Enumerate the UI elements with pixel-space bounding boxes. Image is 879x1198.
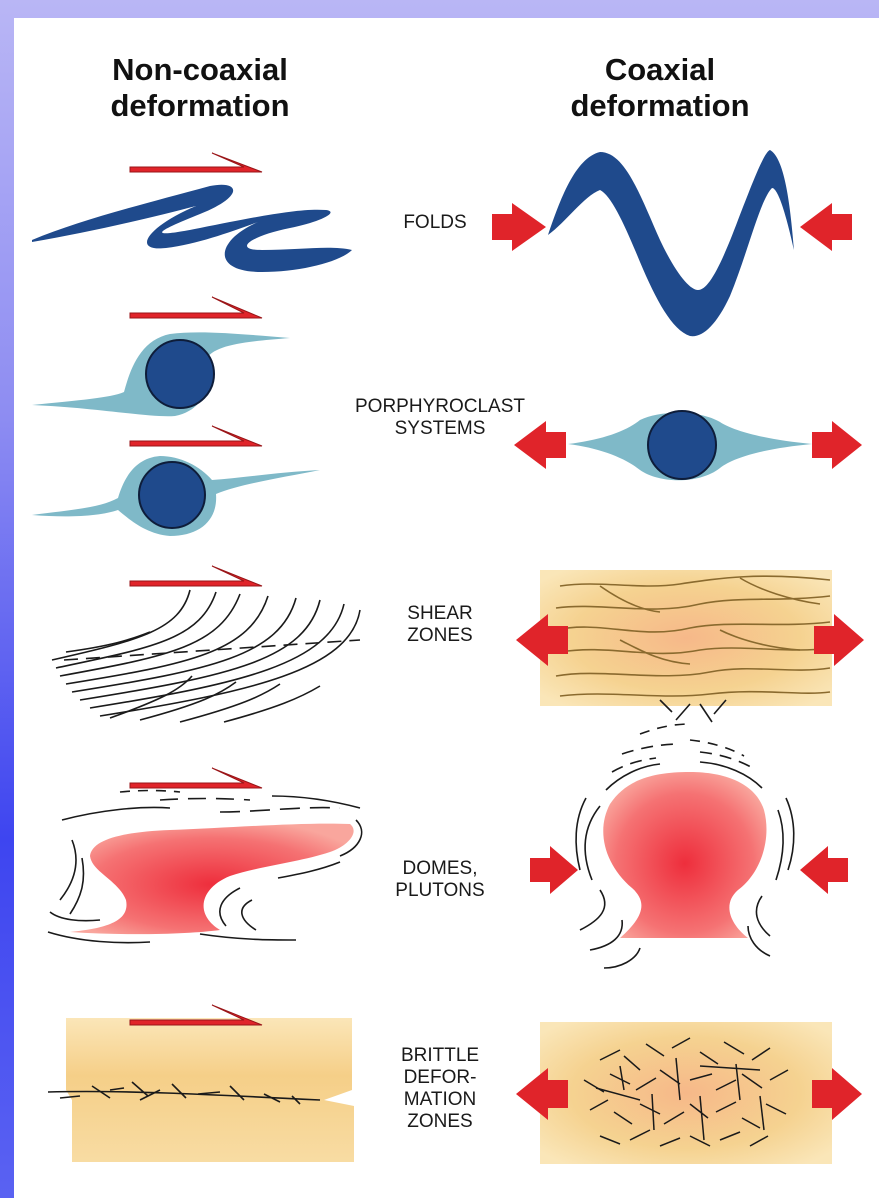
coaxial-shear-zone: [540, 570, 832, 706]
shear-arrow-domes: [130, 768, 262, 788]
shear-arrow-folds: [130, 153, 262, 172]
extension-arrow-left-porphyroclast: [514, 421, 566, 469]
coaxial-pluton: [576, 700, 794, 968]
compression-arrow-left-folds: [492, 203, 546, 251]
shear-arrow-porphyroclast-top: [130, 297, 262, 318]
sigma-clast: [32, 332, 290, 416]
non-coaxial-brittle-zone: [48, 1018, 354, 1162]
shear-arrow-shear-zones: [130, 566, 262, 586]
delta-clast: [32, 456, 320, 536]
shear-arrow-porphyroclast-bottom: [130, 426, 262, 446]
compression-arrow-left-domes: [530, 846, 578, 894]
shear-arrow-brittle: [130, 1005, 262, 1025]
compression-arrow-right-folds: [800, 203, 852, 251]
non-coaxial-fold: [32, 185, 352, 272]
non-coaxial-pluton: [48, 791, 362, 943]
extension-arrow-right-porphyroclast: [812, 421, 862, 469]
compression-arrow-right-domes: [800, 846, 848, 894]
symmetric-clast: [568, 411, 812, 480]
shear-zone-foliation: [52, 590, 360, 722]
coaxial-brittle-zone: [540, 1022, 832, 1164]
coaxial-fold: [548, 150, 794, 336]
